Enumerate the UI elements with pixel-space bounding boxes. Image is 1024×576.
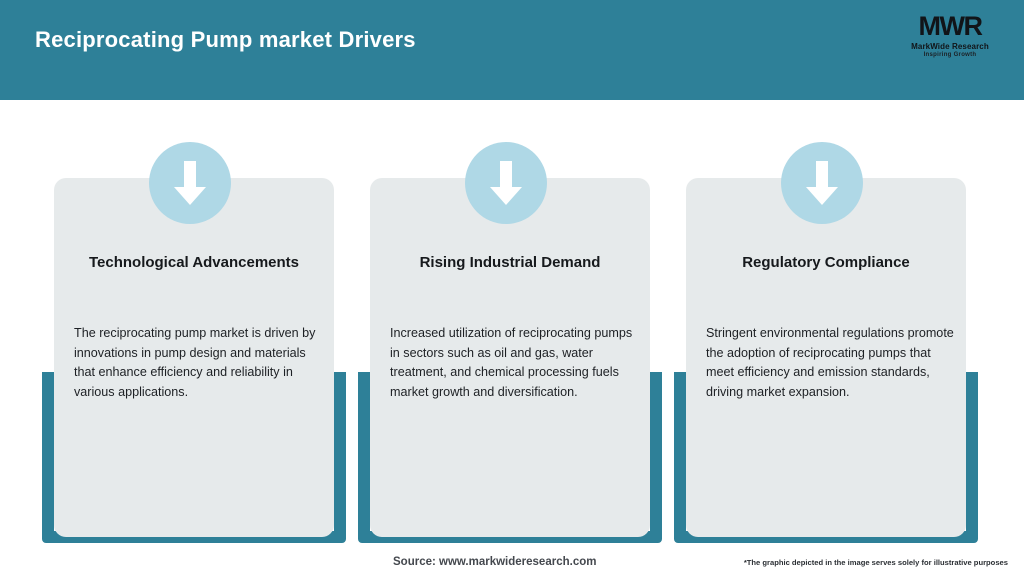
page-header: Reciprocating Pump market Drivers MWR Ma… <box>0 0 1024 100</box>
page-title: Reciprocating Pump market Drivers <box>35 27 416 52</box>
logo-monogram: MWR <box>918 10 983 41</box>
driver-card-title: Regulatory Compliance <box>742 254 910 271</box>
driver-column-1: Technological Advancements The reciproca… <box>42 100 358 560</box>
driver-card-title: Technological Advancements <box>88 254 300 271</box>
logo-tagline: Inspiring Growth <box>923 51 977 58</box>
down-arrow-icon <box>781 142 863 224</box>
disclaimer-text: *The graphic depicted in the image serve… <box>743 558 1008 567</box>
driver-card-title: Rising Industrial Demand <box>419 254 601 271</box>
driver-card-body: Increased utilization of reciprocating p… <box>390 326 633 399</box>
driver-card-body: The reciprocating pump market is driven … <box>74 326 316 399</box>
down-arrow-icon <box>149 142 231 224</box>
driver-column-2: Rising Industrial Demand Increased utili… <box>358 100 674 560</box>
logo-company-name: MarkWide Research <box>911 41 989 51</box>
driver-column-3: Regulatory Compliance Stringent environm… <box>674 100 990 560</box>
drivers-board: Technological Advancements The reciproca… <box>0 100 1024 576</box>
down-arrow-icon <box>465 142 547 224</box>
markwide-research-logo: MWR MarkWide Research Inspiring Growth <box>894 8 1006 64</box>
driver-card[interactable]: Regulatory Compliance Stringent environm… <box>686 178 966 537</box>
driver-card[interactable]: Rising Industrial Demand Increased utili… <box>370 178 650 537</box>
driver-card-body: Stringent environmental regulations prom… <box>706 326 954 399</box>
driver-card[interactable]: Technological Advancements The reciproca… <box>54 178 334 537</box>
